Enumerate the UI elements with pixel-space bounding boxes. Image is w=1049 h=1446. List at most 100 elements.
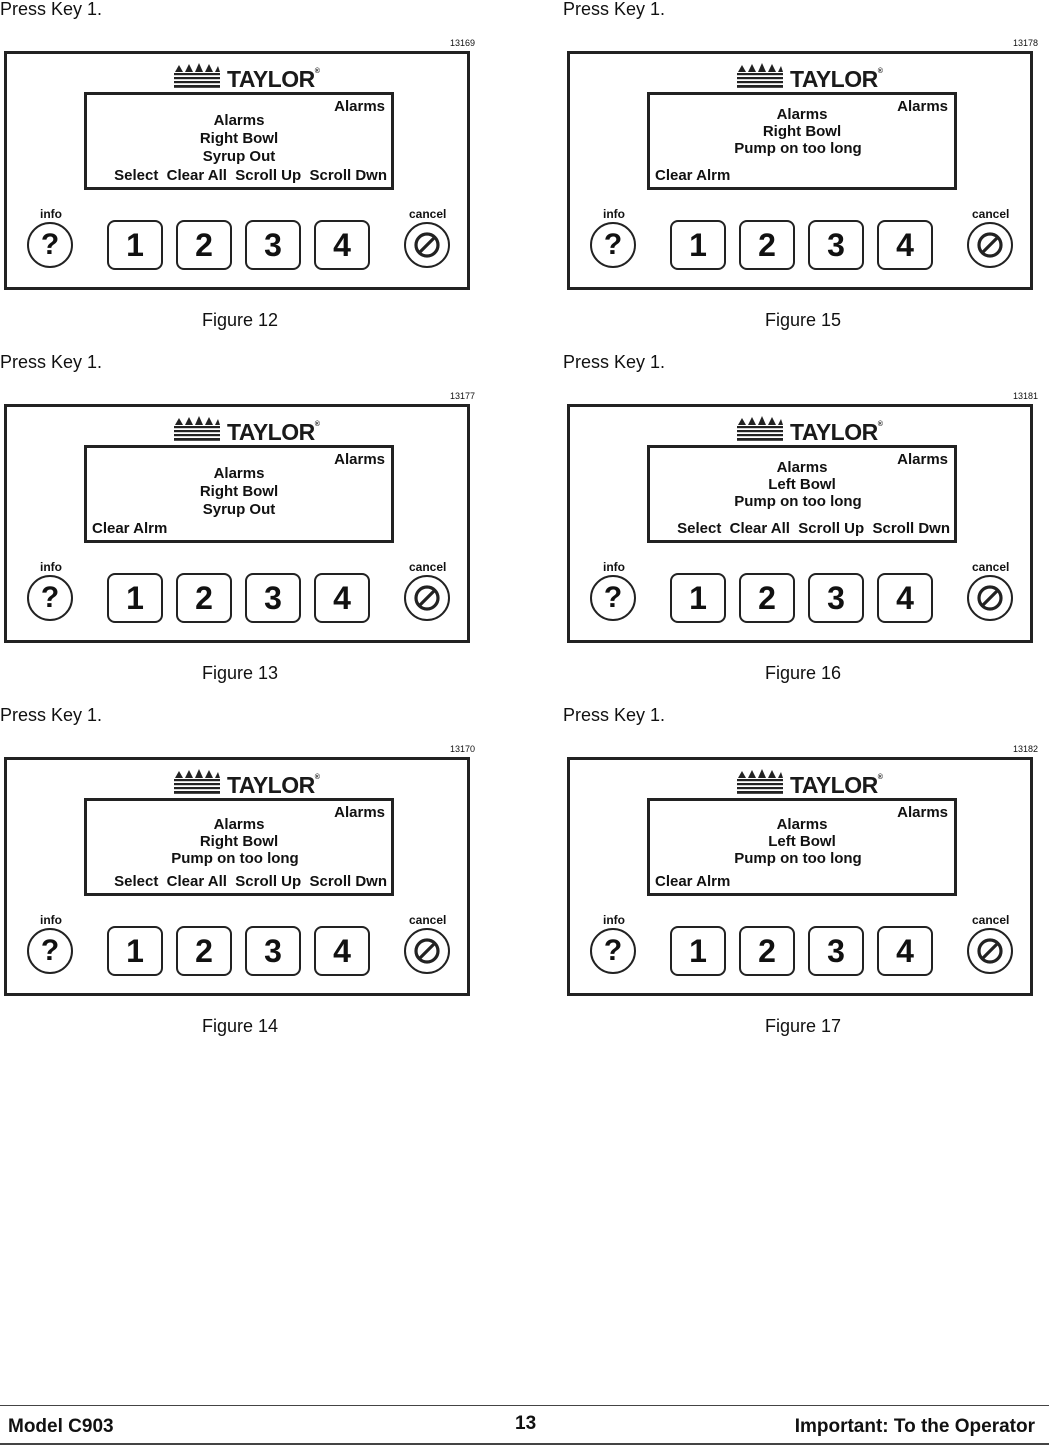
crown-icon [174, 416, 220, 441]
figure-code: 13181 [1012, 391, 1038, 401]
taylor-logo: TAYLOR® [173, 415, 323, 445]
cancel-icon [977, 938, 1003, 964]
info-label: info [603, 560, 625, 574]
key-2-button[interactable]: 2 [739, 926, 795, 976]
screen-line: Alarms [213, 112, 265, 129]
figure-code: 13177 [449, 391, 475, 401]
question-icon: ? [40, 228, 60, 261]
key-1-button[interactable]: 1 [107, 573, 163, 623]
key-3-button[interactable]: 3 [808, 926, 864, 976]
key-3-button[interactable]: 3 [245, 220, 301, 270]
footer-model: Model C903 [8, 1416, 114, 1437]
key-1-button[interactable]: 1 [670, 220, 726, 270]
instruction: Press Key 1. [563, 352, 666, 372]
screen-softkey-row: Select Clear All Scroll Up Scroll Dwn [677, 520, 950, 537]
key-3-button[interactable]: 3 [245, 926, 301, 976]
footer-section: Important: To the Operator [794, 1416, 1035, 1437]
taylor-logo: TAYLOR® [173, 62, 323, 92]
question-icon: ? [603, 228, 623, 261]
screen-line: Syrup Out [202, 501, 276, 518]
figure-caption: Figure 14 [201, 1016, 279, 1036]
info-label: info [603, 913, 625, 927]
key-4-button[interactable]: 4 [877, 220, 933, 270]
info-label: info [40, 560, 62, 574]
taylor-logo: TAYLOR® [736, 768, 886, 798]
info-button[interactable]: ? [590, 222, 636, 268]
key-4-button[interactable]: 4 [877, 926, 933, 976]
key-2-button[interactable]: 2 [176, 573, 232, 623]
figure-code: 13178 [1012, 38, 1038, 48]
info-button[interactable]: ? [590, 928, 636, 974]
screen-line: Pump on too long [734, 493, 862, 510]
screen-line: Left Bowl [768, 833, 836, 850]
cancel-icon [414, 585, 440, 611]
crown-icon [174, 769, 220, 794]
screen-line: Pump on too long [734, 140, 862, 157]
cancel-button[interactable] [967, 575, 1013, 621]
cancel-label: cancel [972, 207, 1010, 221]
info-button[interactable]: ? [27, 575, 73, 621]
key-4-button[interactable]: 4 [314, 220, 370, 270]
key-3-button[interactable]: 3 [245, 573, 301, 623]
question-icon: ? [40, 581, 60, 614]
info-label: info [40, 913, 62, 927]
key-3-button[interactable]: 3 [808, 220, 864, 270]
key-2-button[interactable]: 2 [176, 926, 232, 976]
taylor-logo: TAYLOR® [173, 768, 323, 798]
info-button[interactable]: ? [27, 222, 73, 268]
instruction: Press Key 1. [563, 0, 666, 19]
taylor-logo: TAYLOR® [736, 62, 886, 92]
brand-name: TAYLOR® [790, 66, 883, 92]
instruction: Press Key 1. [563, 705, 666, 725]
key-1-button[interactable]: 1 [670, 926, 726, 976]
screen-line: Alarms [213, 816, 265, 833]
key-4-button[interactable]: 4 [314, 926, 370, 976]
question-icon: ? [40, 934, 60, 967]
figure-caption: Figure 17 [764, 1016, 842, 1036]
key-1-button[interactable]: 1 [107, 220, 163, 270]
key-2-button[interactable]: 2 [739, 573, 795, 623]
screen-line: Right Bowl [762, 123, 842, 140]
key-2-button[interactable]: 2 [176, 220, 232, 270]
screen-line: Right Bowl [199, 483, 279, 500]
key-1-button[interactable]: 1 [107, 926, 163, 976]
cancel-button[interactable] [967, 928, 1013, 974]
crown-icon [737, 63, 783, 88]
crown-icon [737, 416, 783, 441]
screen-line: Alarms [213, 465, 265, 482]
cancel-label: cancel [972, 560, 1010, 574]
taylor-logo: TAYLOR® [736, 415, 886, 445]
brand-name: TAYLOR® [790, 772, 883, 798]
cancel-button[interactable] [404, 928, 450, 974]
key-3-button[interactable]: 3 [808, 573, 864, 623]
info-button[interactable]: ? [590, 575, 636, 621]
screen-title: Alarms [334, 451, 385, 468]
cancel-button[interactable] [967, 222, 1013, 268]
key-1-button[interactable]: 1 [670, 573, 726, 623]
cancel-icon [414, 938, 440, 964]
figure-code: 13182 [1012, 744, 1038, 754]
info-button[interactable]: ? [27, 928, 73, 974]
crown-icon [737, 769, 783, 794]
key-4-button[interactable]: 4 [314, 573, 370, 623]
cancel-icon [977, 585, 1003, 611]
cancel-icon [414, 232, 440, 258]
figure-caption: Figure 15 [764, 310, 842, 330]
screen-softkey-row: Clear Alrm [655, 873, 731, 890]
cancel-button[interactable] [404, 222, 450, 268]
cancel-button[interactable] [404, 575, 450, 621]
screen-title: Alarms [897, 451, 948, 468]
key-4-button[interactable]: 4 [877, 573, 933, 623]
cancel-label: cancel [409, 207, 447, 221]
key-2-button[interactable]: 2 [739, 220, 795, 270]
